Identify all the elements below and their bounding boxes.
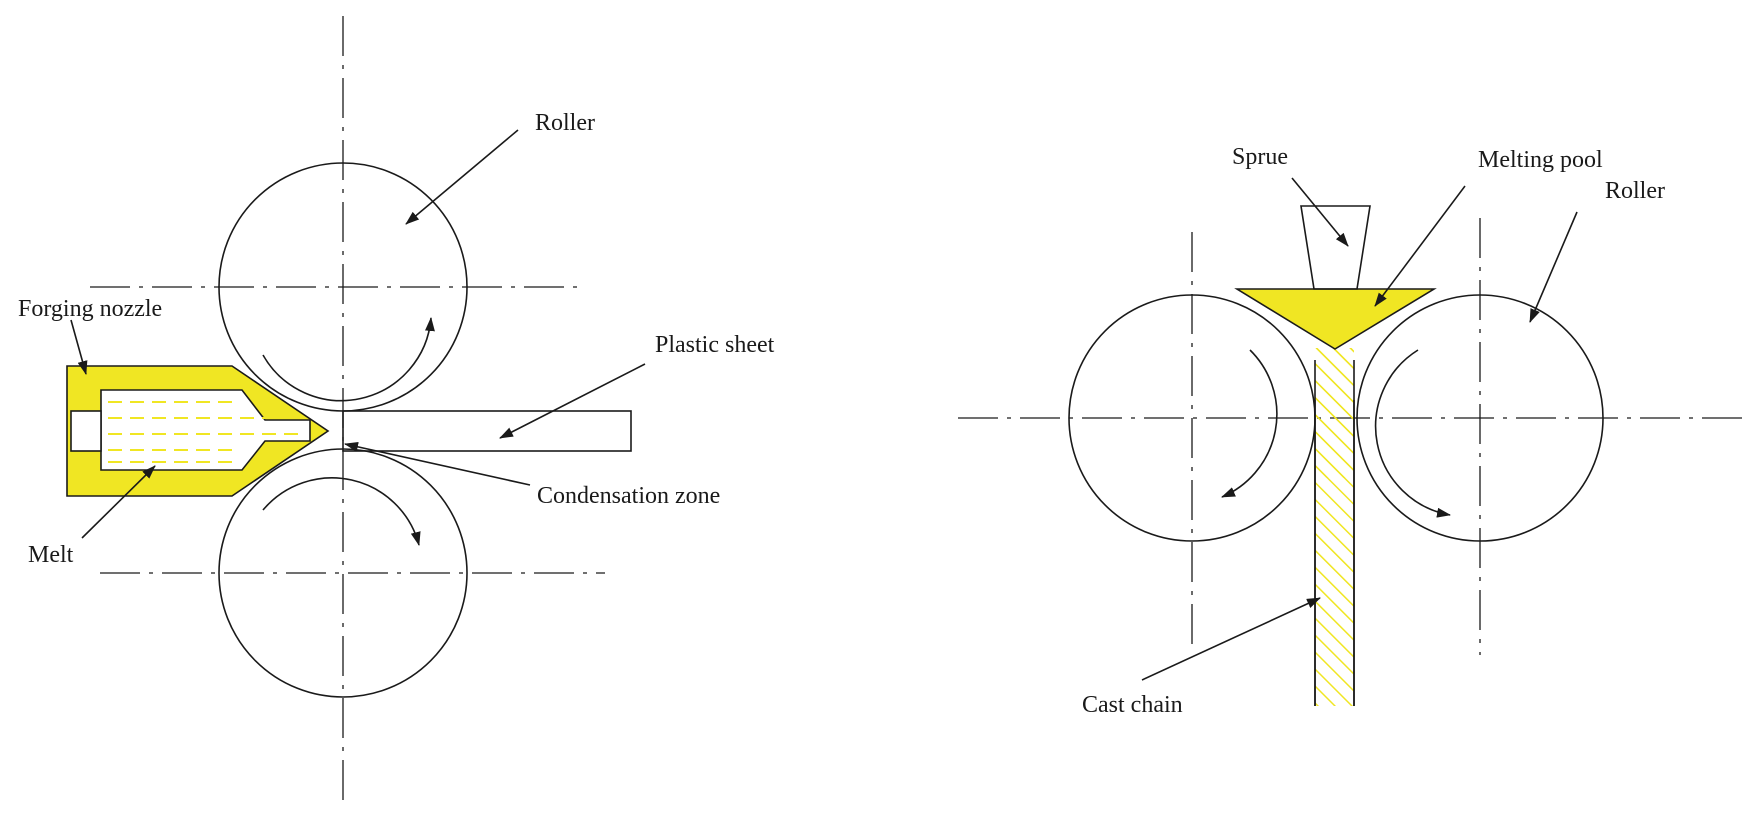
- right-roller-rotation-arrow: [1374, 349, 1451, 518]
- upper-rotation-arrow: [262, 317, 435, 402]
- sprue-leader: [1291, 177, 1349, 247]
- label-cast-chain: Cast chain: [1082, 692, 1183, 718]
- right-diagram: Sprue Melting pool Roller Cast chain: [958, 144, 1745, 718]
- right-diagram-right-roller: [1356, 294, 1604, 542]
- condensation-zone-leader: [344, 441, 531, 486]
- left-roller-rotation-arrow: [1221, 349, 1278, 498]
- label-sprue: Sprue: [1232, 144, 1288, 170]
- nozzle-end-block: [70, 410, 102, 452]
- label-melt: Melt: [28, 542, 74, 568]
- label-condensation-zone: Condensation zone: [537, 483, 720, 509]
- label-melting-pool: Melting pool: [1478, 147, 1603, 173]
- cast-chain-leader: [1141, 597, 1321, 681]
- roller-leader-right: [1529, 211, 1578, 323]
- left-diagram: Roller Forging nozzle Plastic sheet Cond…: [18, 16, 775, 800]
- melting-pool-leader: [1374, 185, 1466, 307]
- plastic-sheet: [342, 410, 632, 452]
- sprue: [1300, 205, 1371, 290]
- lower-rotation-arrow: [262, 477, 421, 546]
- plastic-sheet-leader: [499, 363, 646, 439]
- melt-leader: [81, 465, 156, 539]
- label-plastic-sheet: Plastic sheet: [655, 332, 775, 358]
- label-roller-right: Roller: [1605, 178, 1665, 204]
- melt-flow-lines: [108, 401, 300, 463]
- melting-pool: [1234, 288, 1437, 350]
- cast-chain-upper-fill: [1316, 348, 1353, 478]
- forging-nozzle-leader: [70, 319, 88, 375]
- label-forging-nozzle: Forging nozzle: [18, 296, 162, 322]
- roller-leader: [405, 129, 519, 225]
- label-roller-left: Roller: [535, 110, 595, 136]
